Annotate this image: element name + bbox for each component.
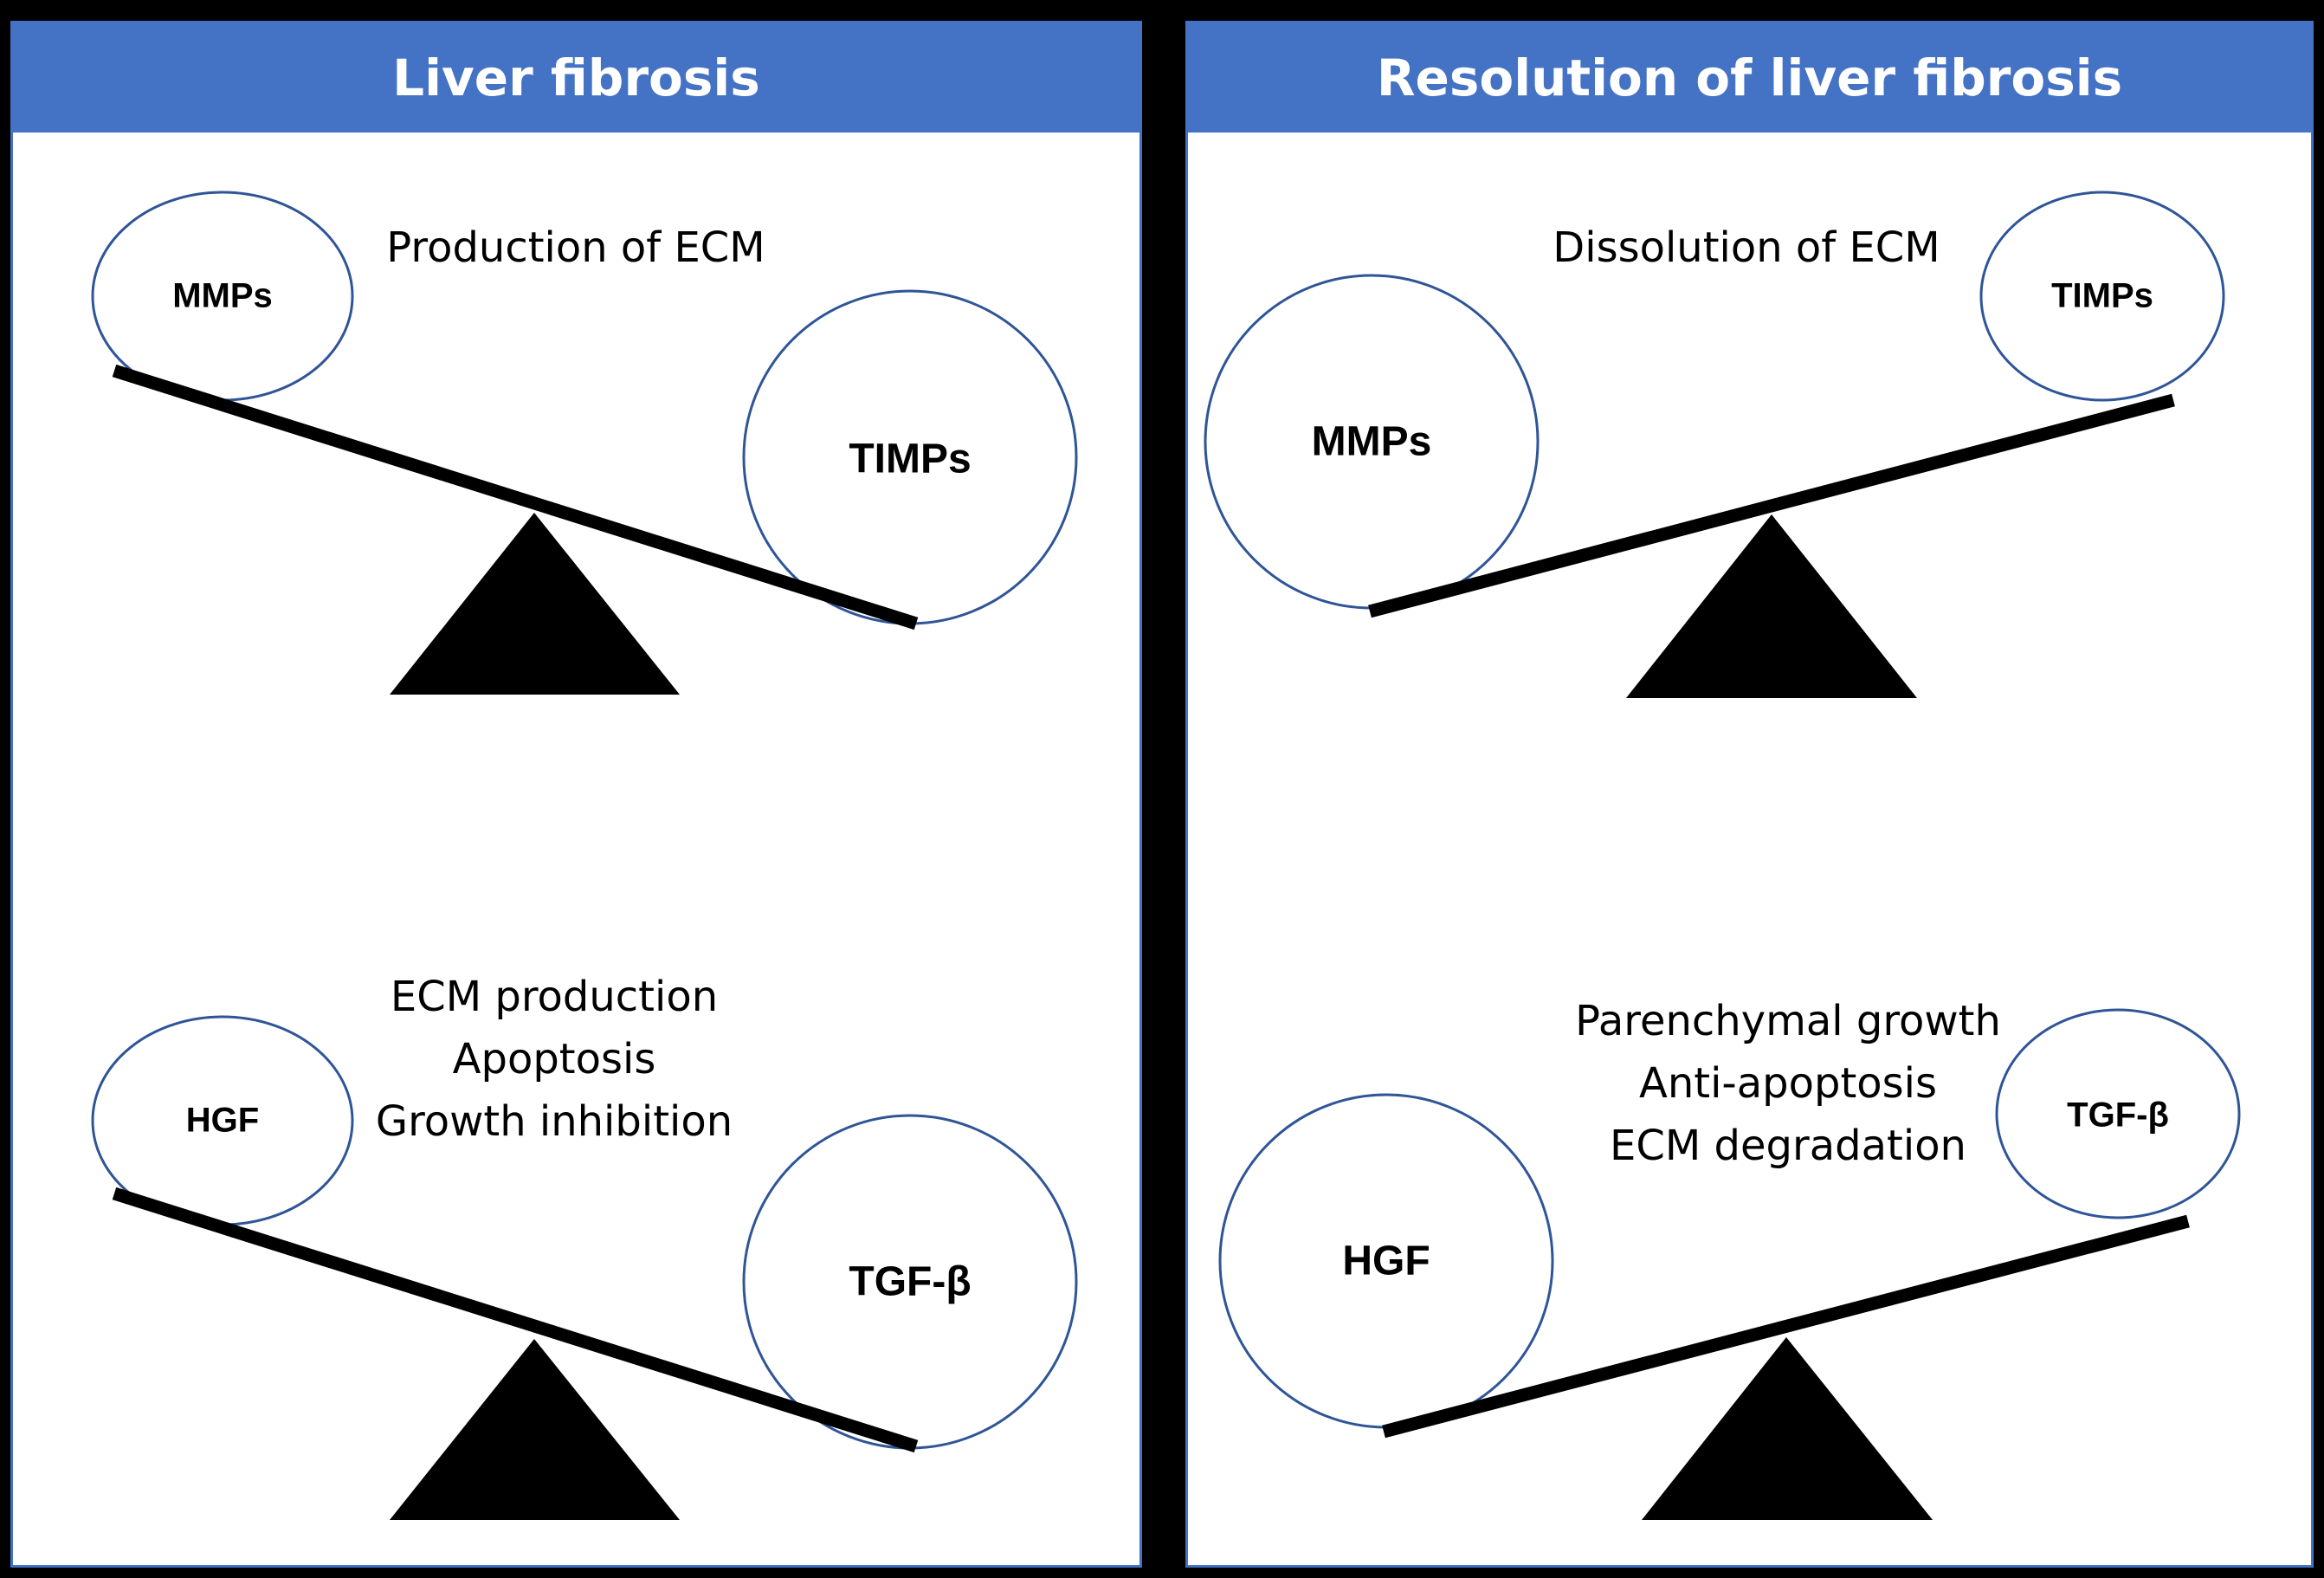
seesaw-beam (1368, 393, 2175, 618)
caption-line: Dissolution of ECM (1553, 223, 1940, 272)
caption-production-of-ecm: Production of ECM (386, 217, 765, 279)
label-hgf-small: HGF (185, 1101, 260, 1140)
fulcrum-triangle (1642, 1337, 1933, 1520)
fulcrum-triangle (390, 513, 680, 695)
label-mmps-small: MMPs (172, 276, 273, 315)
label-timps-small: TIMPs (2051, 276, 2153, 315)
seesaw-beam (112, 1187, 919, 1453)
caption-line: ECM production (390, 973, 719, 1021)
label-tgf-small: TGF-β (2067, 1096, 2169, 1135)
label-tgf-large: TGF-β (849, 1258, 972, 1305)
caption-line: Anti-apoptosis (1639, 1059, 1937, 1108)
panel-liver-fibrosis: Liver fibrosis (10, 21, 1142, 1568)
label-hgf-large: HGF (1342, 1238, 1430, 1284)
panel-resolution: Resolution of liver fibrosis (1185, 21, 2314, 1568)
panel-header-left: Liver fibrosis (13, 23, 1139, 133)
caption-line: Apoptosis (452, 1035, 656, 1083)
circle-tgf-small (1995, 1008, 2241, 1219)
panel-title-left: Liver fibrosis (392, 49, 760, 107)
scale-right-top (1204, 191, 2225, 698)
caption-line: Production of ECM (386, 223, 765, 272)
caption-right-bottom: Parenchymal growth Anti-apoptosis ECM de… (1575, 990, 2001, 1177)
scale-left-top (91, 191, 1078, 695)
seesaw-beam (112, 364, 919, 631)
caption-line: Parenchymal growth (1575, 997, 2001, 1045)
caption-dissolution-of-ecm: Dissolution of ECM (1553, 217, 1940, 279)
fulcrum-triangle (1626, 514, 1917, 698)
scale-right-bottom (1218, 1008, 2241, 1520)
seesaw-beam (1382, 1214, 2190, 1439)
label-timps-large: TIMPs (849, 436, 972, 482)
caption-left-bottom: ECM production Apoptosis Growth inhibiti… (376, 966, 733, 1153)
panel-title-right: Resolution of liver fibrosis (1376, 49, 2123, 107)
caption-line: Growth inhibition (375, 1097, 733, 1146)
fulcrum-triangle (390, 1339, 680, 1520)
label-mmps-large: MMPs (1311, 418, 1432, 465)
scale-left-bottom (91, 1015, 1078, 1520)
caption-line: ECM degradation (1610, 1122, 1966, 1170)
circle-timps-small (1979, 191, 2225, 402)
panel-header-right: Resolution of liver fibrosis (1188, 23, 2311, 133)
